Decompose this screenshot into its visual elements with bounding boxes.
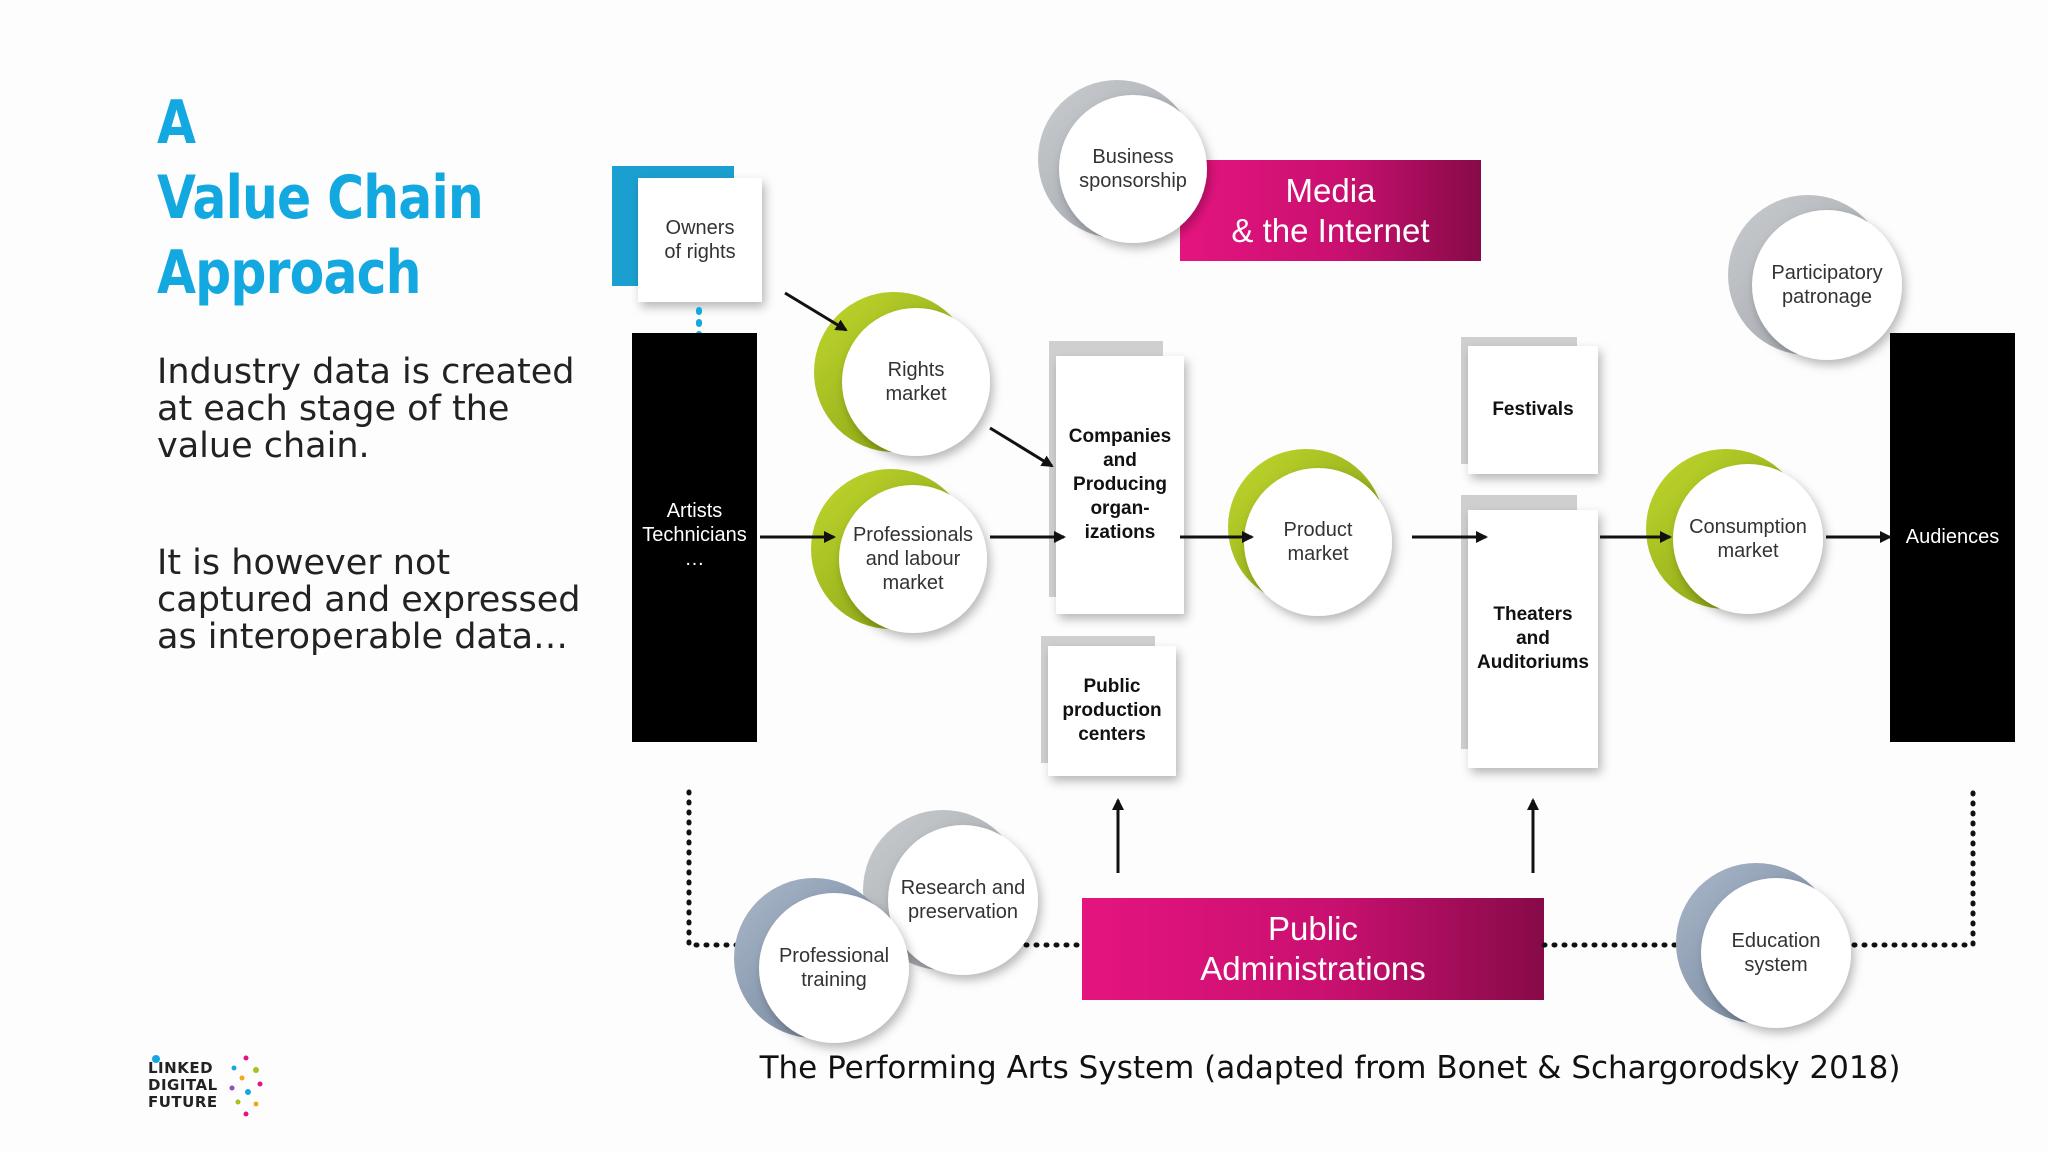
media-internet-bar bbox=[1180, 160, 1481, 261]
festivals-label: Festivals bbox=[1492, 399, 1574, 420]
audiences-label: Audiences bbox=[1905, 526, 2000, 548]
professionals-labour-market-circle bbox=[839, 485, 987, 633]
logo-dot-icon bbox=[152, 1055, 160, 1063]
public-production-centers-label: Public production centers bbox=[1062, 676, 1162, 745]
artists-technicians-label: Artists Technicians … bbox=[642, 500, 747, 570]
public-production-centers-box bbox=[1048, 646, 1176, 776]
arrow-rights-to-companies bbox=[989, 426, 1054, 468]
diagram-caption: The Performing Arts System (adapted from… bbox=[759, 1050, 1901, 1086]
theaters-label: Theaters and Auditoriums bbox=[1477, 604, 1589, 673]
audiences-column bbox=[1890, 333, 2015, 742]
arrow-owners-to-rights bbox=[784, 291, 848, 332]
paragraph-line: It is however not bbox=[157, 543, 451, 583]
paragraph-line: at each stage of the bbox=[157, 389, 510, 429]
research-preservation-label: Research and preservation bbox=[900, 877, 1026, 923]
public-administrations-bar bbox=[1082, 898, 1544, 1000]
theaters-box bbox=[1468, 510, 1598, 768]
left-dotted-connector bbox=[686, 789, 743, 948]
participatory-patronage-label: Participatory patronage bbox=[1771, 262, 1883, 308]
logo-line: LINKED bbox=[148, 1059, 214, 1077]
logo-line: FUTURE bbox=[148, 1093, 218, 1111]
logo-line: DIGITAL bbox=[148, 1076, 218, 1094]
owners-of-rights-box bbox=[638, 178, 762, 302]
rights-market-circle bbox=[842, 308, 990, 456]
body-paragraph-1: Industry data is created at each stage o… bbox=[157, 354, 597, 465]
business-sponsorship-label: Business sponsorship bbox=[1079, 146, 1187, 192]
title-line: A bbox=[157, 88, 196, 158]
paragraph-line: Industry data is created bbox=[157, 352, 575, 392]
paragraph-line: as interoperable data… bbox=[157, 617, 569, 657]
logo-network-icon bbox=[229, 1055, 263, 1117]
product-market-label: Product market bbox=[1283, 519, 1353, 565]
right-dotted-connector bbox=[1851, 789, 1976, 948]
companies-label: Companies and Producing organ- izations bbox=[1068, 426, 1172, 543]
education-system-label: Education system bbox=[1731, 930, 1821, 976]
participatory-patronage-circle bbox=[1752, 210, 1902, 360]
consumption-market-circle bbox=[1673, 464, 1823, 614]
paragraph-line: captured and expressed bbox=[157, 580, 581, 620]
professionals-labour-market-label: Professionals and labour market bbox=[852, 524, 974, 594]
research-preservation-circle bbox=[888, 825, 1038, 975]
owners-of-rights-label: Owners of rights bbox=[664, 217, 736, 263]
paragraph-line: value chain. bbox=[157, 426, 370, 466]
logo-wordmark: LINKED DIGITAL FUTURE bbox=[148, 1060, 218, 1111]
title-line: Approach bbox=[157, 238, 422, 308]
slide-title: A Value Chain Approach bbox=[157, 86, 527, 311]
product-market-circle bbox=[1244, 468, 1392, 616]
body-paragraph-2: It is however not captured and expressed… bbox=[157, 545, 597, 656]
business-sponsorship-circle bbox=[1059, 95, 1207, 243]
rights-market-label: Rights market bbox=[885, 359, 947, 405]
consumption-market-label: Consumption market bbox=[1689, 516, 1807, 562]
artists-column bbox=[632, 333, 757, 742]
media-internet-label: Media & the Internet bbox=[1231, 171, 1430, 249]
title-line: Value Chain bbox=[157, 163, 484, 233]
professional-training-circle bbox=[759, 893, 909, 1043]
education-system-circle bbox=[1701, 878, 1851, 1028]
professional-training-label: Professional training bbox=[778, 945, 890, 991]
companies-box bbox=[1056, 356, 1184, 614]
public-administrations-label: Public Administrations bbox=[1200, 910, 1426, 987]
festivals-box bbox=[1468, 346, 1598, 474]
linked-digital-future-logo: LINKED DIGITAL FUTURE bbox=[148, 1055, 263, 1117]
